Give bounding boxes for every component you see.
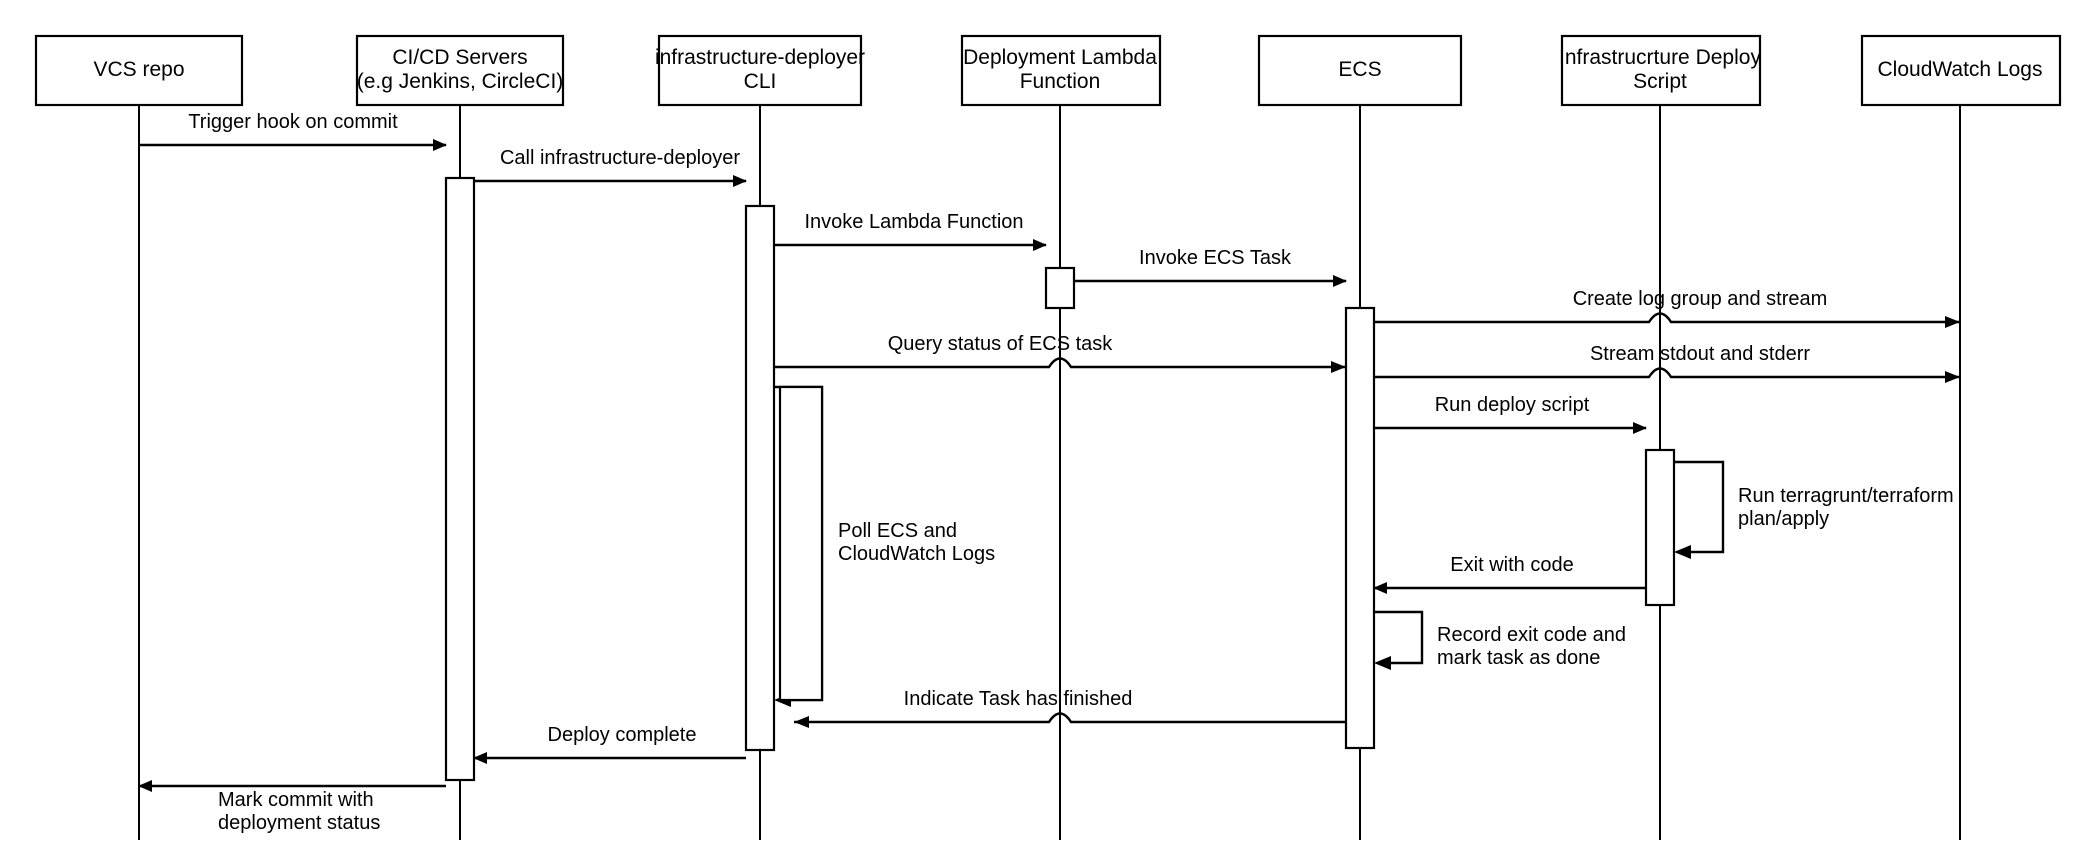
participant-label-lambda: Deployment Lambda [963,46,1157,69]
self-message-label-s2: Run terragrunt/terraform [1738,485,1954,507]
self-message-label-s2: plan/apply [1738,508,1829,530]
message-arrow-m6 [774,357,1346,369]
self-message-label-s1: Poll ECS and [838,520,957,542]
message-label-m2: Call infrastructure-deployer [500,147,740,169]
self-message-arrowhead-s2 [1674,545,1691,559]
self-message-label-s3: Record exit code and [1437,624,1626,646]
participant-box-vcs[interactable] [34,34,244,107]
participant-box-deployscript[interactable] [1560,34,1762,107]
participant-label-cicd: (e.g Jenkins, CircleCI) [357,70,564,93]
participant-box-cicd[interactable] [355,34,565,107]
self-message-label-s3: mark task as done [1437,647,1600,669]
activation-deployscript [1644,448,1676,607]
message-label-m3: Invoke Lambda Function [804,211,1023,233]
message-label-m8: Run deploy script [1435,394,1590,416]
activation-ecs [1344,306,1376,750]
message-arrow-m7 [1374,367,1960,379]
message-arrow-m5 [1374,312,1960,324]
message-label-m1: Trigger hook on commit [188,111,398,133]
participant-label-deployscript: Infrastrucrture Deploy [1559,46,1761,69]
participant-box-ecs[interactable] [1257,34,1463,107]
participant-label-vcs: VCS repo [93,58,184,81]
message-label-m11: Deploy complete [548,724,697,746]
message-label-m9: Exit with code [1450,554,1573,576]
message-label-m10: Indicate Task has finished [904,688,1133,710]
participant-label-cwlogs: CloudWatch Logs [1878,58,2043,81]
activation-cli [778,385,824,702]
self-message-s3 [1374,610,1424,665]
participant-label-ecs: ECS [1338,58,1381,81]
participant-ecs[interactable]: ECS [1257,34,1463,107]
participant-box-lambda[interactable] [960,34,1162,107]
participant-vcs[interactable]: VCS repo [34,34,244,107]
participant-label-cli: infrastructure-deployer [655,46,865,69]
participant-cicd[interactable]: CI/CD Servers(e.g Jenkins, CircleCI) [355,34,565,107]
participants-layer: VCS repo CI/CD Servers(e.g Jenkins, Circl… [34,34,2062,107]
lifelines-layer [138,105,1961,840]
message-label-m12: Mark commit with [218,789,374,811]
self-message-label-s1: CloudWatch Logs [838,543,995,565]
participant-box-cwlogs[interactable] [1860,34,2062,107]
activation-cicd [444,176,476,782]
activation-cli [744,204,776,752]
message-label-m4: Invoke ECS Task [1139,247,1292,269]
participant-cwlogs[interactable]: CloudWatch Logs [1860,34,2062,107]
message-label-m12: deployment status [218,812,380,834]
participant-label-cli: CLI [744,70,777,93]
activation-lambda [1044,266,1076,310]
message-label-m6: Query status of ECS task [888,333,1114,355]
participant-label-deployscript: Script [1633,70,1687,93]
activations-layer [444,176,1676,782]
messages-layer [138,139,1960,792]
participant-box-cli[interactable] [657,34,863,107]
message-label-m5: Create log group and stream [1573,288,1828,310]
message-label-m7: Stream stdout and stderr [1590,343,1810,365]
self-message-s2 [1674,460,1725,554]
participant-label-lambda: Function [1020,70,1101,93]
message-arrow-m10 [794,712,1346,724]
participant-label-cicd: CI/CD Servers [392,46,527,69]
self-message-arrowhead-s3 [1374,656,1391,670]
